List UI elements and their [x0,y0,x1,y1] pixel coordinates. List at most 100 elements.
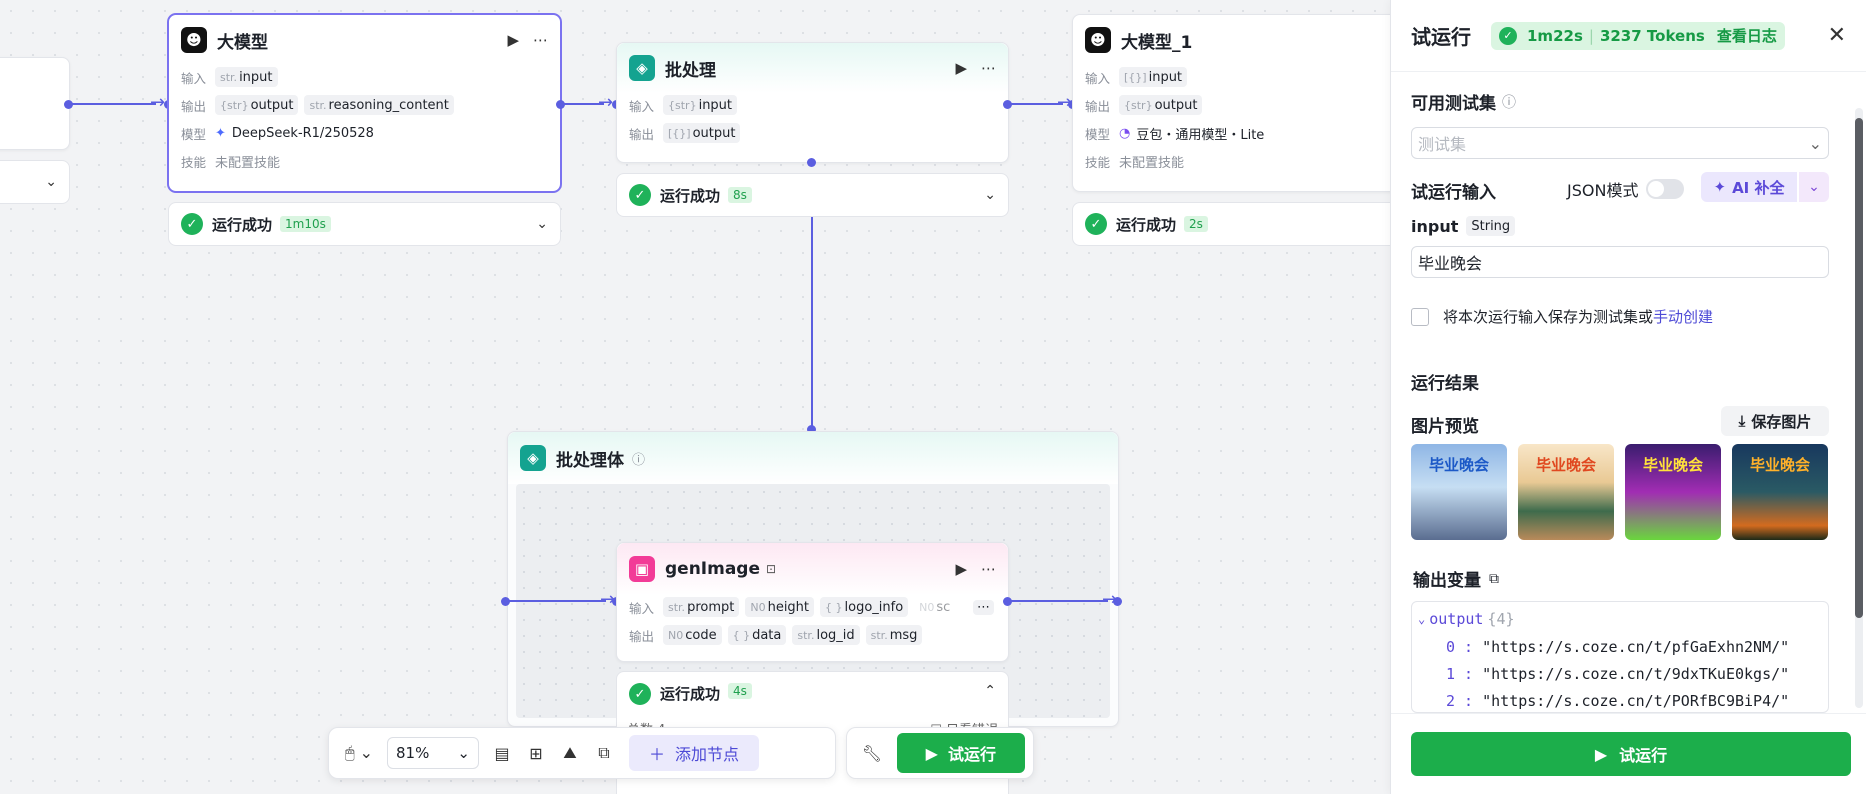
panel-scrollbar[interactable] [1855,108,1863,708]
chevron-down-icon[interactable]: ⌄ [45,174,57,190]
edge-line [69,103,156,105]
wrench-icon[interactable]: 🔧︎ [861,743,882,763]
image-thumbnail[interactable]: 毕业晚会 [1411,444,1507,540]
output-json-viewer[interactable]: ⌄ output {4} 0 : "https://s.coze.cn/t/pf… [1411,601,1829,713]
batch-status[interactable]: ✓ 运行成功 8s ⌄ [616,173,1009,217]
mouse-icon[interactable]: 🖱︎ ⌄ [344,743,374,762]
previous-node-status[interactable]: ⌄ [0,160,70,204]
play-icon[interactable]: ▶ [955,560,967,578]
copy-icon[interactable]: ⧉ [1489,570,1499,587]
info-icon[interactable]: ⓘ [1502,94,1516,111]
edge-line [811,217,813,429]
zoom-select[interactable]: 81%⌄ [387,737,479,769]
node-title: 大模型_1 [1121,32,1193,53]
param-tag: {str}output [215,95,299,115]
image-thumbnail[interactable]: 毕业晚会 [1625,444,1721,540]
testset-select[interactable]: 测试集 ⌄ [1411,127,1829,159]
run-button[interactable]: ▶试运行 [1411,732,1851,776]
image-thumbnail[interactable]: 毕业晚会 [1732,444,1828,540]
more-params-icon[interactable]: ⋯ [973,599,994,615]
json-item: 2 : "https://s.coze.cn/t/PORfBC9BiP4/" [1446,692,1790,710]
chevron-down-icon[interactable]: ⌄ [536,216,548,232]
save-testset-checkbox[interactable] [1411,307,1429,326]
port-dot[interactable] [556,100,565,109]
layout-icon[interactable]: ⊞ [529,743,543,763]
layers-icon: ◈ [520,445,546,471]
sparkle-icon: ✦ [1713,178,1727,196]
port-dot[interactable] [1003,100,1012,109]
ai-fill-dropdown[interactable]: ⌄ [1799,172,1829,202]
batch-node[interactable]: ◈ 批处理 ▶ ⋯ 输入 {str}input 输出 [{}]output [616,42,1009,163]
chevron-down-icon: ⌄ [457,744,470,762]
port-dot[interactable] [807,425,816,434]
param-tag: str.reasoning_content [304,95,454,115]
port-dot[interactable] [1113,597,1122,606]
close-icon[interactable]: ✕ [1827,23,1846,48]
manual-create-link[interactable]: 手动创建 [1653,308,1714,326]
input-row: 输入 {str}input [617,93,1008,117]
json-item: 0 : "https://s.coze.cn/t/pfGaExhn2NM/" [1446,638,1790,656]
edge-line [561,103,604,105]
chevron-down-icon: ⌄ [1808,133,1822,153]
edge-line [1008,600,1108,602]
param-tag: str.msg [865,625,923,645]
image-icon[interactable]: ⛰ [563,743,577,762]
info-icon[interactable]: ⓘ [632,452,646,468]
skill-row: 技能 未配置技能 [181,154,281,171]
port-dot[interactable] [64,100,73,109]
play-icon[interactable]: ▶ [507,31,519,49]
chevron-down-icon[interactable]: ⌄ [984,187,996,203]
check-circle-icon: ✓ [1085,213,1107,235]
llm-status[interactable]: ✓ 运行成功 1m10s ⌄ [168,202,561,246]
ai-fill-button[interactable]: ✦AI 补全 [1701,172,1797,202]
port-dot[interactable] [807,158,816,167]
llm-node[interactable]: ☻ 大模型 ▶ ⋯ 输入 str.input 输出 {str}output st… [168,14,561,192]
type-tag: String [1466,216,1516,236]
image-thumbnail[interactable]: 毕业晚会 [1518,444,1614,540]
workflow-canvas[interactable]: ⌄ → ☻ 大模型 ▶ ⋯ 输入 str.input 输出 {str}outpu… [0,0,1390,794]
input-field[interactable]: 毕业晚会 [1411,246,1829,278]
arrow-right-icon: → [598,92,614,113]
param-tag: [{}]input [1119,67,1188,87]
plus-icon: ＋ [649,745,666,764]
more-icon[interactable]: ⋯ [533,31,548,49]
canvas-run-button[interactable]: ▶试运行 [896,733,1025,773]
port-dot[interactable] [501,597,510,606]
add-node-button[interactable]: ＋添加节点 [629,735,760,771]
chevron-down-icon[interactable]: ⌄ [1418,612,1426,626]
previous-node[interactable] [0,57,70,150]
run-toolbar: 🔧︎ ▶试运行 [846,727,1034,779]
view-log-link[interactable]: 查看日志 [1716,27,1777,45]
skill-row: 技能 未配置技能 [1085,154,1185,171]
comment-icon[interactable]: ▤ [494,743,510,763]
panel-body[interactable]: 可用测试集 ⓘ 测试集 ⌄ 试运行输入 JSON模式 ✦AI 补全 ⌄ inpu… [1391,73,1866,713]
play-icon[interactable]: ▶ [955,59,967,77]
more-icon[interactable]: ⋯ [981,560,996,578]
llm-1-status[interactable]: ✓ 运行成功 2s [1072,202,1390,246]
port-dot[interactable] [1003,597,1012,606]
test-run-panel: 试运行 ✓ 1m22s | 3237 Tokens 查看日志 ✕ 可用测试集 ⓘ… [1390,0,1866,794]
download-icon: ⤓ [1738,412,1746,430]
param-tag: str.log_id [792,625,860,645]
param-tag: {str}output [1119,95,1203,115]
canvas-toolbar: 🖱︎ ⌄ 81%⌄ ▤ ⊞ ⛰ ⧉ ＋添加节点 [328,727,836,779]
model-row: 模型 ◔ 豆包・通用模型・Lite [1085,125,1265,143]
node-title: genImage [665,559,761,579]
output-row: 输出 {str}output [1073,93,1390,117]
param-tag: {str}input [663,95,738,115]
run-summary-badge: ✓ 1m22s | 3237 Tokens 查看日志 [1491,21,1785,50]
json-item: 1 : "https://s.coze.cn/t/9dxTKuE0kgs/" [1446,665,1790,683]
plugin-icon: ⊡ [766,562,777,576]
play-icon: ▶ [925,743,938,763]
more-icon[interactable]: ⋯ [981,59,996,77]
save-image-button[interactable]: ⤓保存图片 [1721,406,1829,436]
param-tag: [{}]output [663,123,741,143]
layers-icon: ◈ [629,55,655,81]
chevron-up-icon[interactable]: ⌃ [984,683,996,699]
llm-1-node[interactable]: ☻ 大模型_1 输入 [{}]input 输出 {str}output 模型 ◔… [1072,14,1390,192]
json-mode-toggle[interactable] [1646,179,1685,199]
minimap-icon[interactable]: ⧉ [598,743,610,762]
